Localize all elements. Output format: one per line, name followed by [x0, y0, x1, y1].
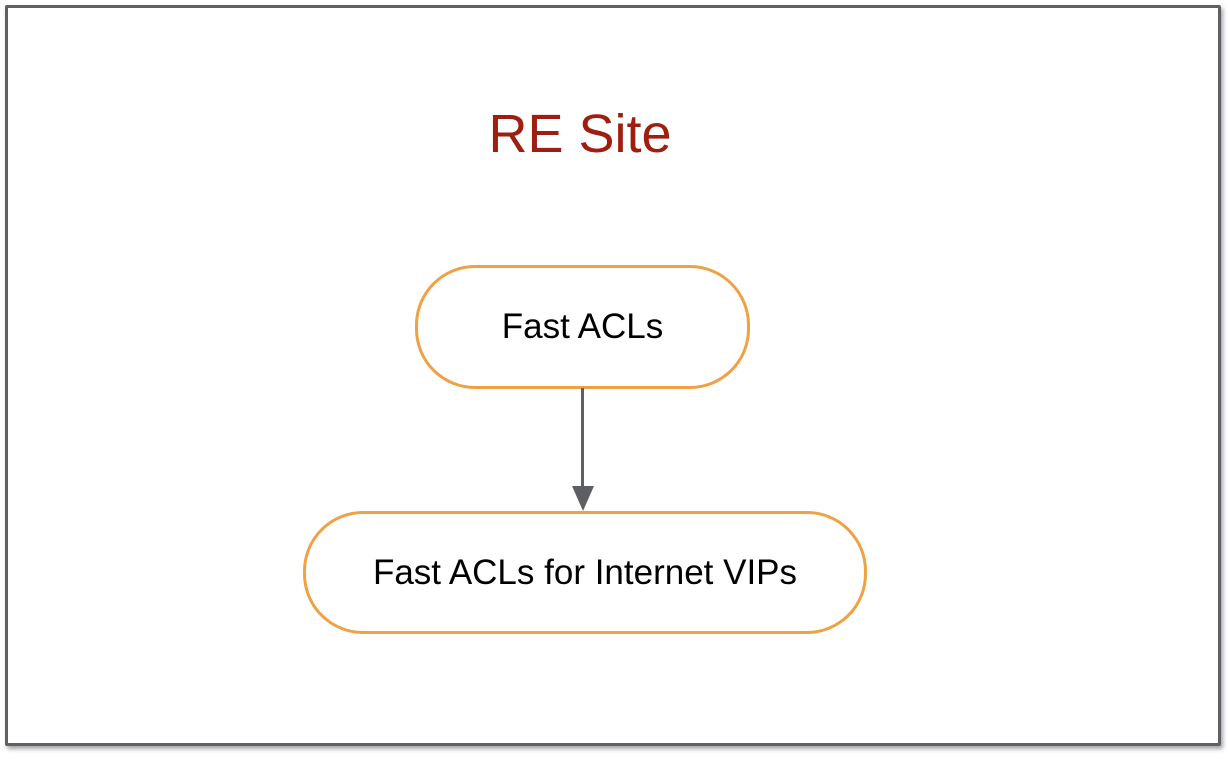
diagram-title: RE Site [488, 104, 672, 164]
node-fast-acls-label: Fast ACLs [501, 307, 664, 346]
node-fast-acls-internet-vips-label: Fast ACLs for Internet VIPs [372, 552, 798, 592]
arrow-head-icon [572, 486, 594, 511]
node-fast-acls-internet-vips: Fast ACLs for Internet VIPs [303, 511, 867, 634]
arrow-line [581, 388, 584, 486]
node-fast-acls: Fast ACLs [415, 265, 750, 389]
diagram-canvas: RE Site Fast ACLs Fast ACLs for Internet… [5, 5, 1221, 746]
